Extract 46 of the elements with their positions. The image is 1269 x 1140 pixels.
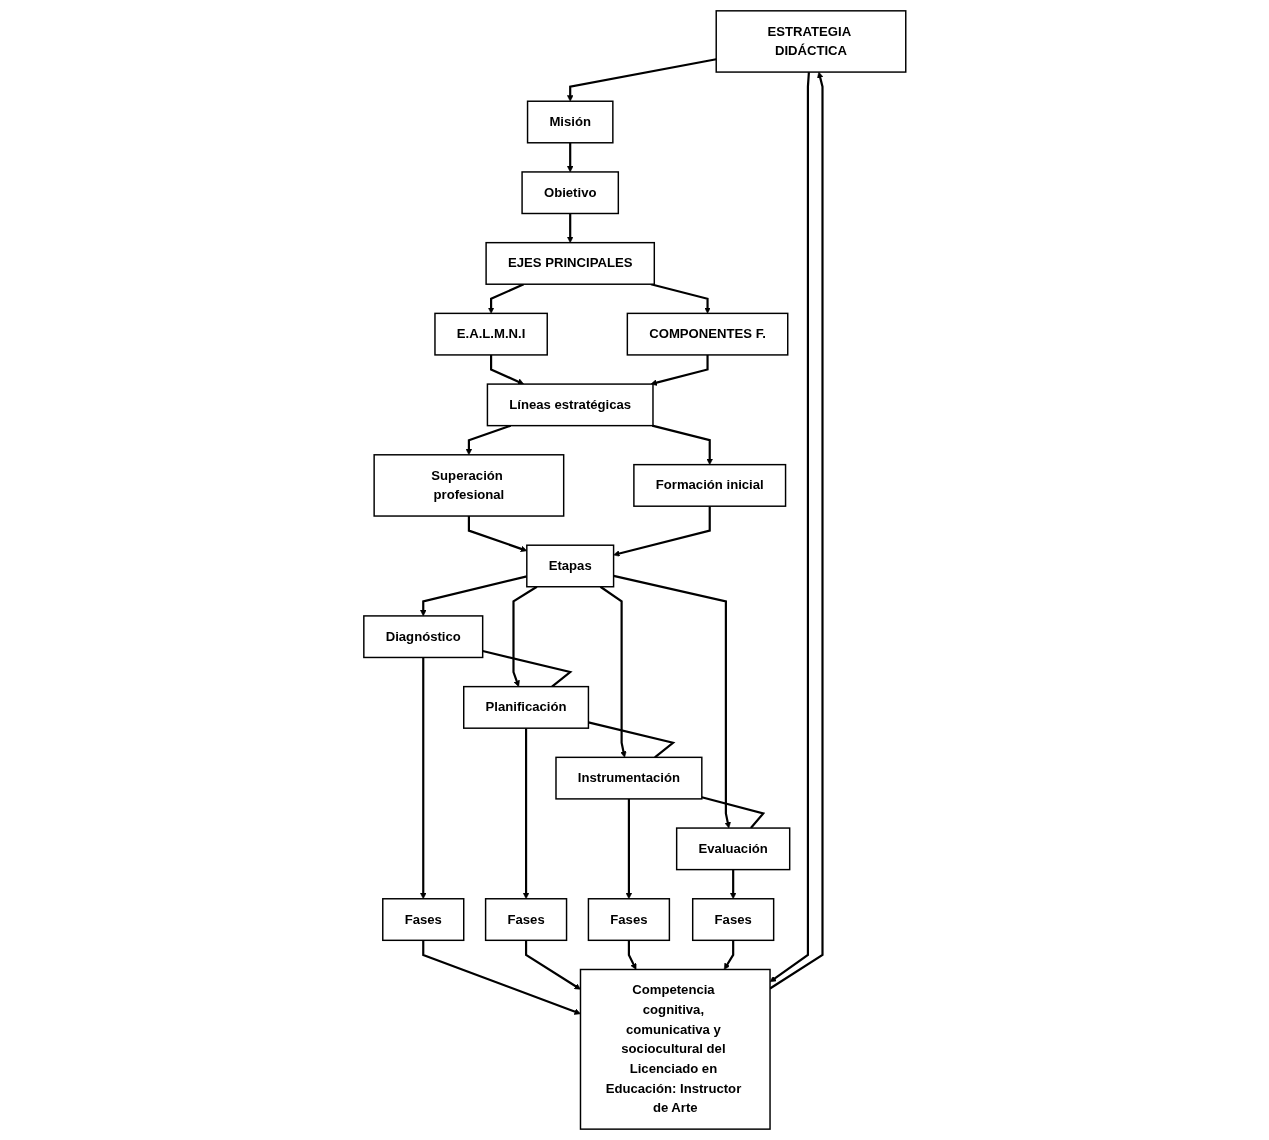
arrow xyxy=(467,516,527,552)
node-box xyxy=(587,898,670,942)
node-box xyxy=(484,898,567,942)
node-box xyxy=(626,312,789,356)
node-box xyxy=(632,463,786,507)
node-box xyxy=(715,10,907,73)
arrow xyxy=(651,424,713,465)
arrow xyxy=(769,71,824,990)
connector xyxy=(482,649,573,688)
arrow xyxy=(650,354,709,386)
arrow xyxy=(489,354,524,385)
arrow xyxy=(599,585,627,758)
arrow xyxy=(729,869,737,900)
node-box xyxy=(526,100,614,144)
node-box xyxy=(525,544,614,588)
node-box xyxy=(554,756,703,800)
node-box xyxy=(362,615,484,659)
node-box xyxy=(462,685,589,729)
arrow xyxy=(566,142,574,173)
arrow xyxy=(487,283,524,314)
arrow xyxy=(613,574,731,829)
node-box xyxy=(485,241,655,285)
arrow xyxy=(421,940,581,1015)
arrow xyxy=(650,283,711,314)
connector xyxy=(701,796,765,829)
arrow xyxy=(723,940,734,970)
arrow xyxy=(625,798,632,900)
node-box xyxy=(373,454,565,517)
node-box xyxy=(486,383,654,427)
arrow xyxy=(566,213,574,243)
arrow xyxy=(613,506,711,557)
arrow xyxy=(465,424,511,456)
flowchart-diagram: ESTRATEGIA DIDÁCTICA Misión Obietivo EJES PRINCIPALES E.A.L.M.N.I COMPONENTES F. Líneas estratégicas Superación profesional Formación inicial Etapas Diagnóstico Planificación Instrumentación Evaluación Fases Fases Fases Fases Competencia cognitiva, comunicativa y sociocultural del Licenciado en Educación: Instructor de Arte xyxy=(357,5,912,1135)
node-box xyxy=(433,312,548,356)
arrow xyxy=(627,940,637,970)
arrow xyxy=(524,940,581,990)
arrow xyxy=(769,72,810,983)
arrow xyxy=(419,657,427,900)
node-box xyxy=(691,898,775,942)
node-box xyxy=(521,171,619,215)
node-box xyxy=(675,827,791,871)
node-box xyxy=(381,898,465,942)
arrow xyxy=(512,585,538,687)
arrow xyxy=(522,728,529,900)
node-box xyxy=(579,968,771,1130)
arrow xyxy=(419,575,527,617)
